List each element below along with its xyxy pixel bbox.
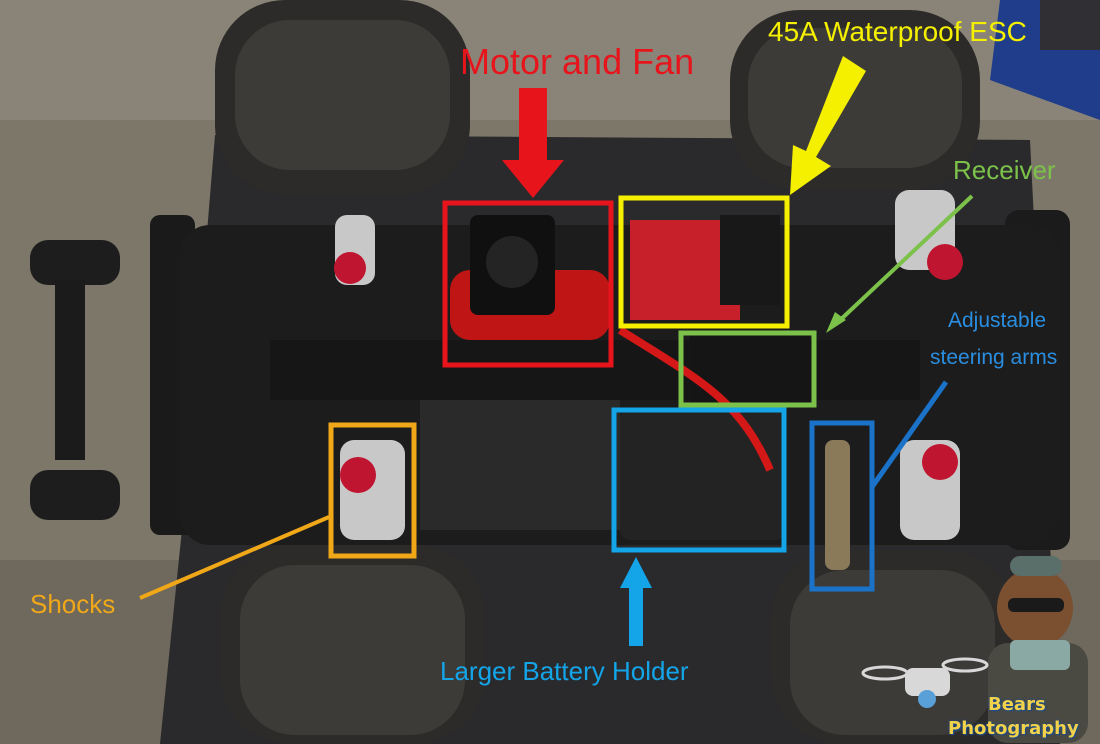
shocks-box [328, 422, 417, 559]
drone-icon [861, 657, 989, 708]
battery-box [611, 407, 787, 553]
esc-box [618, 195, 790, 329]
receiver-box [690, 335, 810, 405]
shock-front-right [895, 190, 963, 280]
steering-label-line1: Adjustable [948, 309, 1047, 332]
chassis-rail [270, 340, 920, 400]
receiver-arrowhead [826, 312, 846, 333]
battery-cover [620, 410, 785, 540]
motor-box [442, 200, 614, 368]
fan-hub [486, 236, 538, 288]
watermark-line2: Photography [948, 718, 1079, 739]
battery-tray-grid [420, 400, 620, 530]
battery-arrow [620, 557, 652, 646]
motor-arrow [502, 88, 564, 198]
red-battery-wire [617, 326, 774, 472]
bears-photography-watermark: Bears Photography [860, 548, 1100, 744]
esc-label: 45A Waterproof ESC [768, 16, 1027, 47]
esc-body [720, 215, 780, 305]
steering-link [825, 440, 850, 570]
front-right-tire [730, 10, 980, 190]
esc-arrow [790, 56, 866, 195]
battery-label: Larger Battery Holder [440, 656, 689, 686]
front-left-tire [215, 0, 470, 195]
steering-label-line2: steering arms [930, 346, 1058, 369]
steering-arrow [869, 380, 949, 489]
receiver-box-outline [678, 330, 817, 408]
shocks-arrow [139, 515, 330, 600]
motor-label: Motor and Fan [460, 41, 695, 82]
receiver-arrow [835, 194, 974, 325]
rear-left-tire [220, 545, 485, 744]
shock-rear-right [900, 440, 960, 540]
shocks-label: Shocks [30, 589, 116, 619]
blue-object-mesh [1040, 0, 1100, 50]
shock-front-left [334, 215, 375, 285]
shock-rear-left [340, 440, 405, 540]
receiver-label: Receiver [953, 155, 1056, 185]
bear-mascot-icon [988, 556, 1088, 743]
steering-box [809, 420, 875, 592]
watermark-line1: Bears [988, 694, 1046, 715]
